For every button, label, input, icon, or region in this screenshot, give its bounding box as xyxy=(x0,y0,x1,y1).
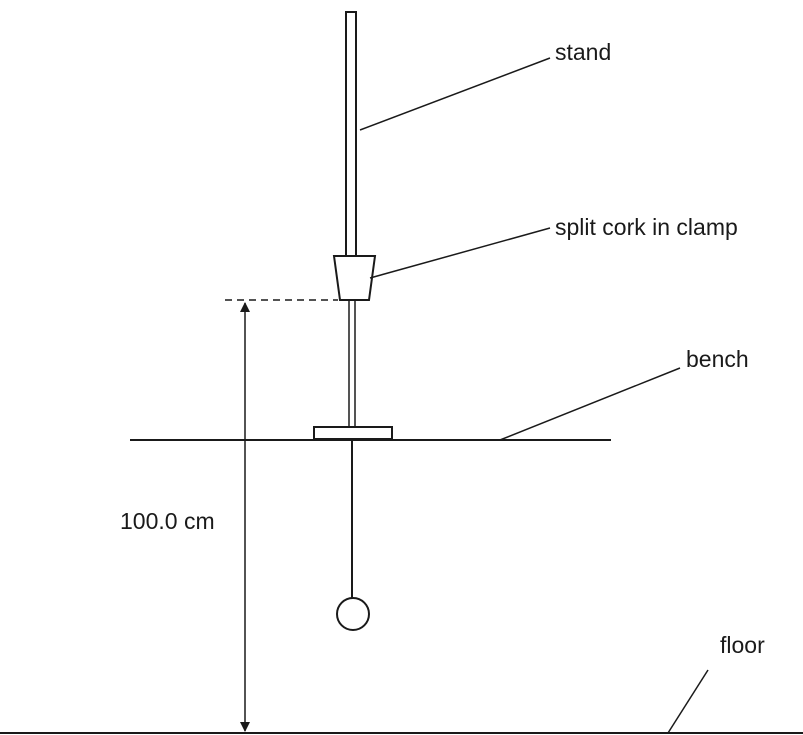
stand-leader xyxy=(359,57,551,131)
floor-label: floor xyxy=(720,632,765,658)
split-cork xyxy=(332,255,377,301)
stand-label: stand xyxy=(555,39,611,65)
floor-leader xyxy=(667,669,709,734)
bench-plate xyxy=(313,426,393,440)
bench-leader xyxy=(499,367,681,441)
stand-rod xyxy=(345,11,357,257)
distance-label: 100.0 cm xyxy=(120,508,215,534)
pendulum-bob xyxy=(336,597,370,631)
cork-leader xyxy=(369,227,551,279)
cork-label: split cork in clamp xyxy=(555,214,738,240)
bench-label: bench xyxy=(686,346,749,372)
